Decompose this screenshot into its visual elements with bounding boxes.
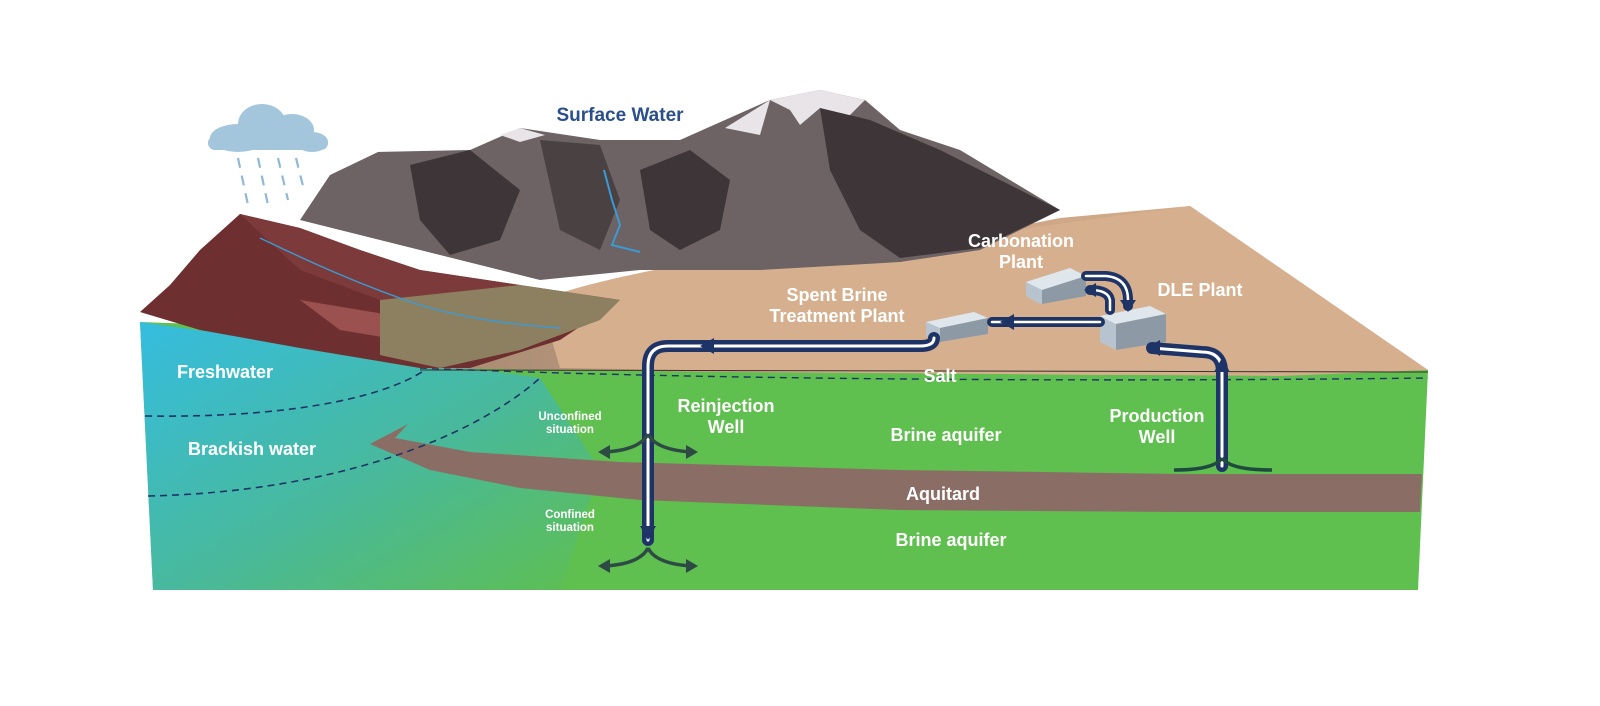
arrow-left-reinjection bbox=[700, 338, 714, 354]
reinjection-well-label-line2: Well bbox=[708, 417, 745, 437]
dle-plant-label: DLE Plant bbox=[1157, 280, 1242, 300]
confined-label-line2: situation bbox=[546, 522, 594, 534]
salt-boundary bbox=[419, 367, 1429, 381]
arrow-left-dle bbox=[1146, 340, 1160, 356]
reinjection-well-label-line1: Reinjection bbox=[677, 396, 774, 416]
river bbox=[603, 169, 641, 253]
subsurface-block bbox=[140, 322, 1429, 590]
salt-line bbox=[419, 369, 1429, 373]
brackish-boundary bbox=[147, 377, 541, 497]
carbonation-plant-label-line2: Plant bbox=[999, 252, 1043, 272]
dle-plant-building bbox=[1100, 306, 1166, 350]
production-well-label-line2: Well bbox=[1139, 427, 1176, 447]
gravel-fan bbox=[380, 285, 620, 368]
outflow-arrowheads bbox=[598, 445, 698, 573]
rain-cloud bbox=[208, 104, 328, 152]
aquitard-layer bbox=[370, 424, 1422, 512]
production-well-label-line1: Production bbox=[1110, 406, 1205, 426]
arrow-down-carbonation bbox=[1120, 300, 1136, 312]
spent-brine-label-line2: Treatment Plant bbox=[769, 306, 904, 326]
brine-aquifer-lower-label: Brine aquifer bbox=[895, 530, 1006, 550]
arrow-up-production bbox=[1214, 358, 1230, 372]
spent-brine-label-line1: Spent Brine bbox=[786, 285, 887, 305]
arrow-left-spent bbox=[1000, 314, 1014, 330]
flow-arrows bbox=[640, 283, 1230, 540]
unconfined-label-line1: Unconfined bbox=[538, 411, 601, 423]
arrow-down-reinjection bbox=[640, 526, 656, 540]
rain-drops bbox=[236, 157, 306, 206]
brine-aquifer-upper-label: Brine aquifer bbox=[890, 425, 1001, 445]
salt-label: Salt bbox=[923, 366, 956, 386]
surface-terrain bbox=[140, 90, 1429, 376]
carbonation-plant-label-line1: Carbonation bbox=[968, 231, 1074, 251]
freshwater-boundary bbox=[144, 369, 426, 417]
brackish-water-label: Brackish water bbox=[188, 439, 316, 459]
spent-brine-plant-building bbox=[926, 312, 988, 342]
production-intake bbox=[1173, 456, 1273, 472]
arrow-left-carbonation-return bbox=[1084, 283, 1096, 297]
carbonation-plant-building bbox=[1026, 268, 1086, 304]
aquitard-label: Aquitard bbox=[906, 484, 980, 504]
freshwater-label: Freshwater bbox=[177, 362, 273, 382]
confined-label-line1: Confined bbox=[545, 509, 595, 521]
freshwater-brackish-zone bbox=[140, 322, 600, 590]
surface-water-label: Surface Water bbox=[556, 105, 684, 126]
unconfined-label-line2: situation bbox=[546, 424, 594, 436]
